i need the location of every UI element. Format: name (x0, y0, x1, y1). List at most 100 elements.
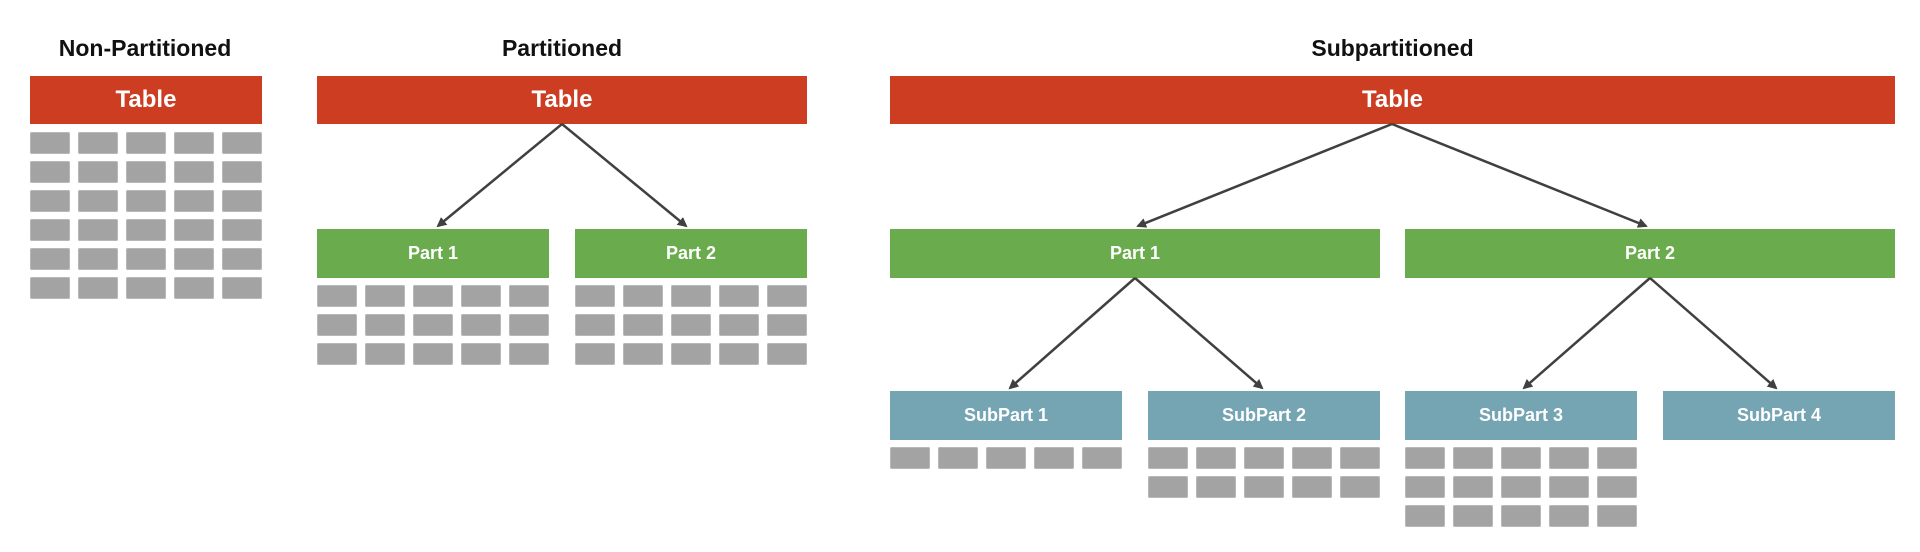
arrow-sub-table-to-part-2 (1391, 122, 1648, 228)
row-cell (671, 285, 711, 307)
row-cell (671, 314, 711, 336)
row-cell (719, 343, 759, 365)
row-cell (1034, 447, 1074, 469)
row-cell (78, 161, 118, 183)
arrow-part-2-to-subpart-3 (1522, 277, 1651, 390)
row-cell (890, 447, 930, 469)
row-cell (767, 314, 807, 336)
row-cell (126, 161, 166, 183)
subpart-2: SubPart 2 (1148, 391, 1380, 440)
row-cell (78, 248, 118, 270)
row-cell (461, 343, 501, 365)
subpart-3: SubPart 3 (1405, 391, 1637, 440)
row-cell (719, 285, 759, 307)
row-cell (78, 277, 118, 299)
row-cell (126, 277, 166, 299)
row-cell (461, 285, 501, 307)
row-cell (1148, 476, 1188, 498)
row-cell (671, 343, 711, 365)
row-cell (413, 285, 453, 307)
row-cell (1405, 447, 1445, 469)
subpartitioned-part-2: Part 2 (1405, 229, 1895, 278)
row-cell (365, 343, 405, 365)
row-cell (575, 343, 615, 365)
row-cell (222, 248, 262, 270)
row-cell (126, 248, 166, 270)
subpartitioned-title: Subpartitioned (1311, 35, 1474, 61)
row-cell (222, 277, 262, 299)
row-cell (30, 132, 70, 154)
row-cell (509, 314, 549, 336)
row-cell (78, 219, 118, 241)
row-cell (30, 248, 70, 270)
row-cell (767, 343, 807, 365)
subpart-3-rows (1405, 447, 1637, 527)
row-cell (222, 190, 262, 212)
subpart-1: SubPart 1 (890, 391, 1122, 440)
row-cell (1453, 505, 1493, 527)
non-partitioned-rows (30, 132, 262, 299)
row-cell (1597, 447, 1637, 469)
partitioned-title: Partitioned (501, 35, 623, 61)
row-cell (767, 285, 807, 307)
row-cell (1453, 447, 1493, 469)
row-cell (509, 343, 549, 365)
row-cell (30, 219, 70, 241)
row-cell (1405, 476, 1445, 498)
row-cell (1549, 447, 1589, 469)
arrow-part-2-to-subpart-4 (1649, 277, 1778, 390)
row-cell (174, 161, 214, 183)
row-cell (1501, 476, 1541, 498)
partitioned-part-2-rows (575, 285, 807, 365)
row-cell (126, 132, 166, 154)
row-cell (1405, 505, 1445, 527)
row-cell (413, 343, 453, 365)
row-cell (174, 219, 214, 241)
partitioned-part-1-rows (317, 285, 549, 365)
row-cell (986, 447, 1026, 469)
row-cell (174, 277, 214, 299)
row-cell (317, 343, 357, 365)
non-partitioned-table: Table (30, 76, 262, 124)
row-cell (78, 132, 118, 154)
row-cell (575, 314, 615, 336)
row-cell (1597, 476, 1637, 498)
row-cell (317, 285, 357, 307)
partitioned-table: Table (317, 76, 807, 124)
row-cell (222, 161, 262, 183)
row-cell (1196, 476, 1236, 498)
subpartitioned-part-1: Part 1 (890, 229, 1380, 278)
arrow-partitioned-table-to-part-1 (436, 123, 563, 228)
arrow-sub-table-to-part-1 (1136, 122, 1393, 228)
arrow-partitioned-table-to-part-2 (561, 123, 688, 228)
partitioned-part-2: Part 2 (575, 229, 807, 278)
subpartitioned-table: Table (890, 76, 1895, 124)
row-cell (365, 285, 405, 307)
row-cell (1244, 447, 1284, 469)
row-cell (1340, 447, 1380, 469)
row-cell (1292, 447, 1332, 469)
partitioned-part-1: Part 1 (317, 229, 549, 278)
row-cell (30, 161, 70, 183)
row-cell (222, 219, 262, 241)
non-partitioned-title: Non-Partitioned (58, 35, 232, 61)
subpart-1-rows (890, 447, 1122, 471)
row-cell (1082, 447, 1122, 469)
row-cell (126, 190, 166, 212)
row-cell (1501, 447, 1541, 469)
arrow-part-1-to-subpart-1 (1008, 277, 1136, 390)
row-cell (317, 314, 357, 336)
row-cell (365, 314, 405, 336)
row-cell (1597, 505, 1637, 527)
row-cell (1501, 505, 1541, 527)
row-cell (623, 314, 663, 336)
row-cell (1148, 447, 1188, 469)
row-cell (509, 285, 549, 307)
row-cell (126, 219, 166, 241)
row-cell (174, 132, 214, 154)
row-cell (623, 343, 663, 365)
row-cell (174, 190, 214, 212)
row-cell (30, 277, 70, 299)
row-cell (222, 132, 262, 154)
